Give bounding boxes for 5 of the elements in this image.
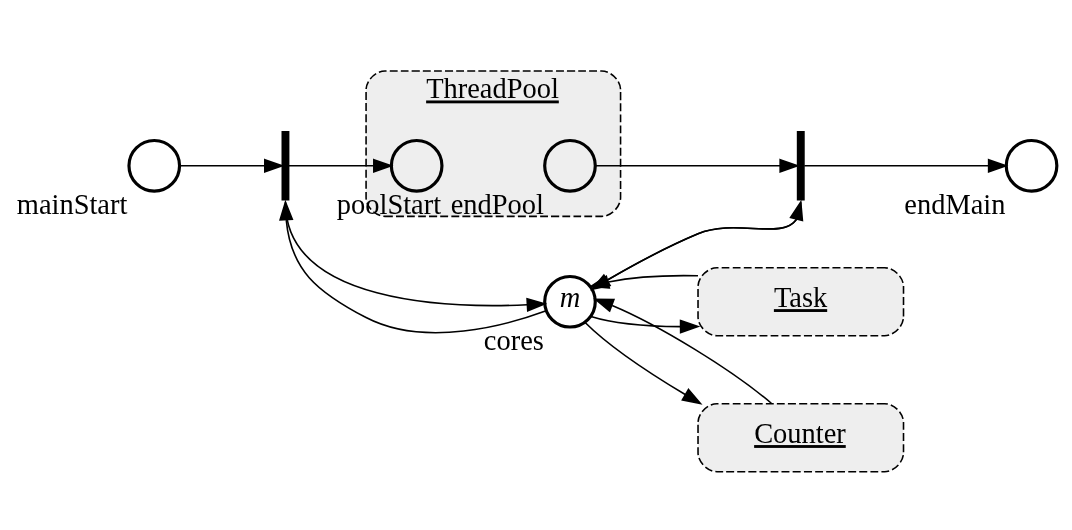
node-label: mainStart <box>16 188 128 220</box>
node-label: endPool <box>450 188 544 220</box>
node-label: cores <box>483 324 544 356</box>
node-label: poolStart <box>336 188 442 220</box>
node-label: endMain <box>904 188 1006 220</box>
